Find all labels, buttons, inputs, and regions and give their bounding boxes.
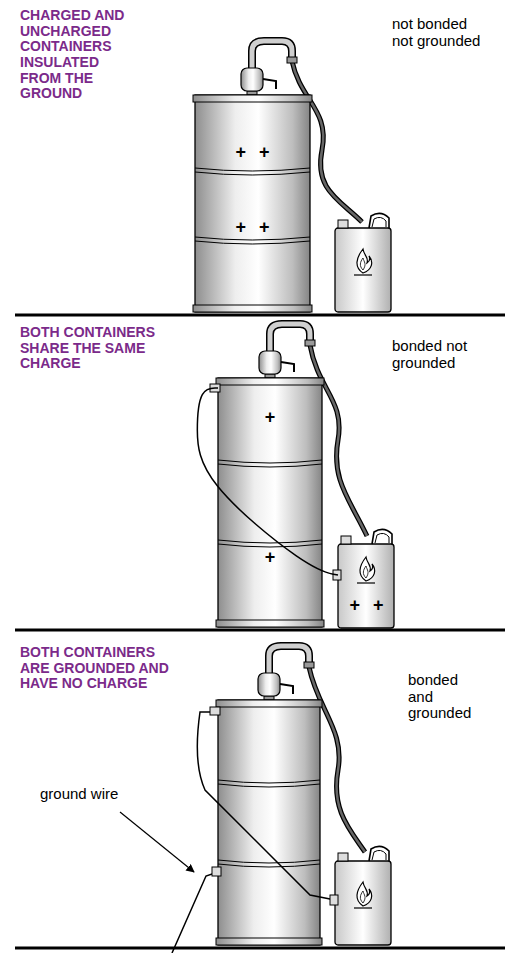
state-label: bonded not grounded xyxy=(392,338,484,371)
state-label: not bonded not grounded xyxy=(392,16,484,49)
charge-sign: + + xyxy=(195,218,310,236)
ground-wire xyxy=(172,872,218,953)
charge-sign: + + xyxy=(195,143,310,161)
panel-caption: BOTH CONTAINERS ARE GROUNDED AND HAVE NO… xyxy=(20,645,178,692)
bond-wire xyxy=(197,712,335,900)
leader-line xyxy=(120,812,194,872)
charge-sign: + xyxy=(218,548,322,566)
charge-sign: + xyxy=(218,408,322,426)
drum: ++ xyxy=(218,378,322,627)
panel-caption: BOTH CONTAINERS SHARE THE SAME CHARGE xyxy=(20,325,178,372)
can: + + xyxy=(338,540,395,628)
callout-label: ground wire xyxy=(40,786,150,803)
drum: + + + + xyxy=(195,95,310,312)
panel-caption: CHARGED AND UNCHARGED CONTAINERS INSULAT… xyxy=(20,8,142,102)
charge-sign: + + xyxy=(338,596,395,614)
state-label: bonded and grounded xyxy=(408,672,478,722)
bond-wire xyxy=(197,388,338,575)
